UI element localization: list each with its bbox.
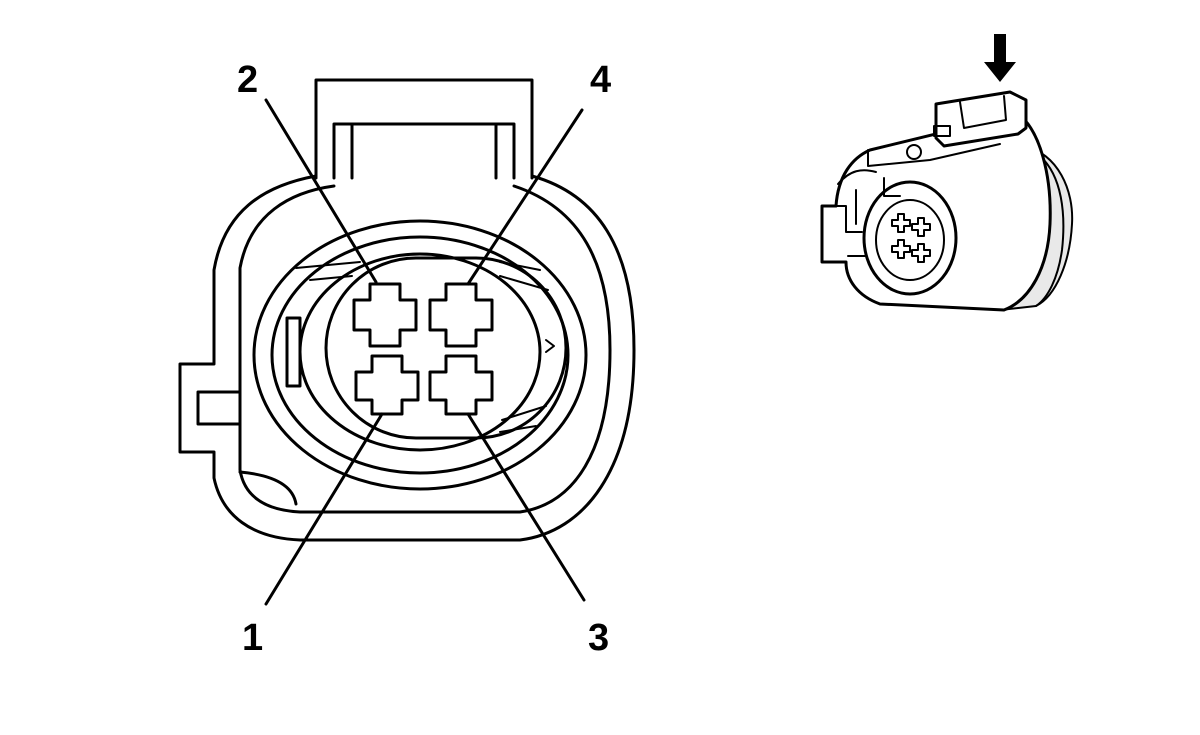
seal-ring-middle bbox=[270, 235, 570, 475]
iso-cavity bbox=[862, 180, 958, 296]
pin-labels: 2 4 1 3 bbox=[237, 59, 611, 659]
pin-1-terminal bbox=[354, 354, 420, 416]
connector-outer-body bbox=[178, 174, 636, 542]
down-arrow-icon bbox=[984, 34, 1016, 82]
pin-leader-lines bbox=[264, 98, 586, 606]
pin-2-terminal bbox=[352, 282, 418, 348]
connector-bump bbox=[238, 470, 298, 506]
connector-face-view: 2 4 1 3 bbox=[178, 59, 636, 659]
pin-label-1: 1 bbox=[242, 617, 263, 659]
leader-line-2 bbox=[264, 98, 378, 284]
pin-4-terminal bbox=[428, 282, 494, 348]
pin-3-terminal bbox=[428, 354, 494, 416]
pin-label-2: 2 bbox=[237, 59, 258, 101]
side-slot bbox=[285, 316, 302, 388]
seal-ridges bbox=[295, 261, 555, 433]
pin-cavity bbox=[324, 256, 568, 440]
connector-isometric-view bbox=[820, 34, 1074, 312]
leader-line-4 bbox=[466, 108, 584, 286]
pin-label-3: 3 bbox=[588, 617, 609, 659]
iso-pins bbox=[891, 213, 931, 263]
connector-latch bbox=[314, 78, 534, 180]
connector-inner-shell bbox=[238, 184, 612, 514]
seal-ring-inner bbox=[298, 252, 542, 452]
leader-line-3 bbox=[466, 412, 586, 602]
iso-latch bbox=[934, 90, 1028, 148]
pin-label-4: 4 bbox=[590, 59, 611, 101]
pin-terminals bbox=[352, 282, 494, 416]
leader-line-1 bbox=[264, 412, 384, 606]
seal-ring-outer bbox=[252, 219, 588, 491]
connector-key-tab bbox=[196, 390, 242, 426]
